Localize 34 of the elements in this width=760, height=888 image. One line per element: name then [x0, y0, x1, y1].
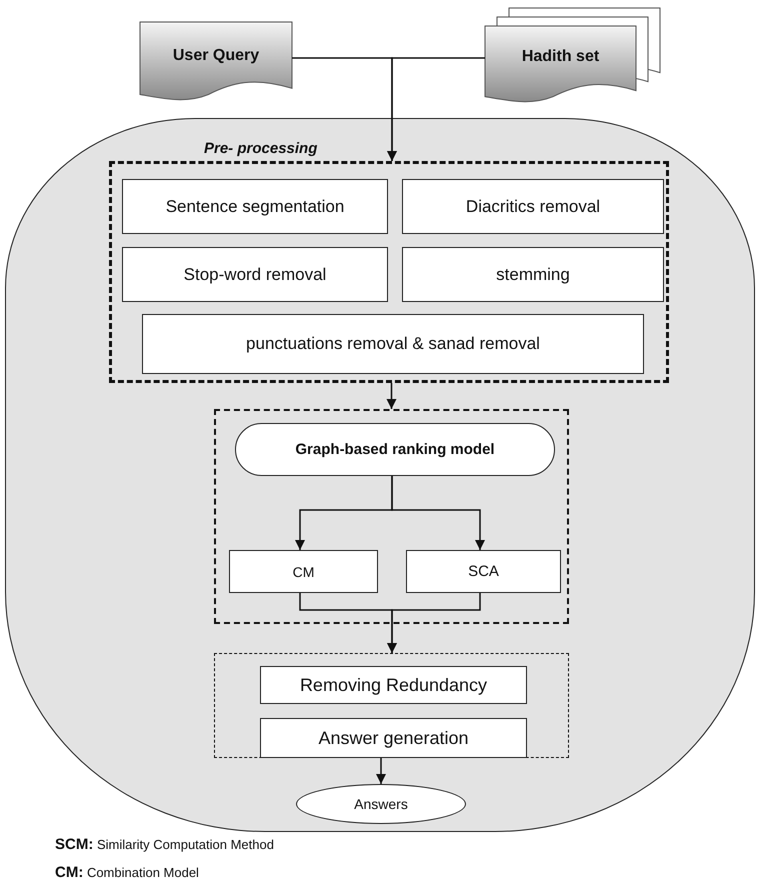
abbreviation-note: CM: Combination Model	[55, 864, 199, 881]
process-box	[402, 179, 664, 234]
node-label: Graph-based ranking model	[295, 441, 495, 458]
process-box	[122, 179, 388, 234]
process-box	[402, 247, 664, 302]
arrow	[391, 476, 485, 550]
arrow	[376, 758, 386, 784]
node-label: Sentence segmentation	[166, 196, 344, 216]
process-box	[122, 247, 388, 302]
dashed-group	[214, 409, 569, 624]
node-label: Answers	[354, 796, 408, 812]
node-label: punctuations removal & sanad removal	[246, 334, 540, 354]
node-label: CM	[292, 564, 314, 580]
process-region	[5, 118, 755, 832]
process-box	[229, 550, 378, 593]
arrow	[386, 383, 396, 409]
node-label: Answer generation	[318, 728, 469, 748]
process-box	[260, 666, 527, 704]
node-label: stemming	[496, 264, 570, 284]
rounded-box	[235, 423, 555, 476]
dashed-group	[214, 653, 569, 758]
abbreviation-note: SCM: Similarity Computation Method	[55, 836, 274, 853]
arrow	[387, 57, 485, 161]
node-label: Removing Redundancy	[300, 674, 488, 696]
node-label: SCA	[468, 563, 499, 580]
process-box	[142, 314, 644, 374]
process-box	[260, 718, 527, 758]
node-label: Hadith set	[522, 48, 600, 66]
node-label: Stop-word removal	[184, 264, 326, 284]
process-box	[406, 550, 561, 593]
arrow	[387, 593, 481, 653]
node-label: Diacritics removal	[466, 196, 600, 216]
node-label: User Query	[172, 47, 260, 65]
group-heading: Pre- processing	[204, 140, 318, 157]
